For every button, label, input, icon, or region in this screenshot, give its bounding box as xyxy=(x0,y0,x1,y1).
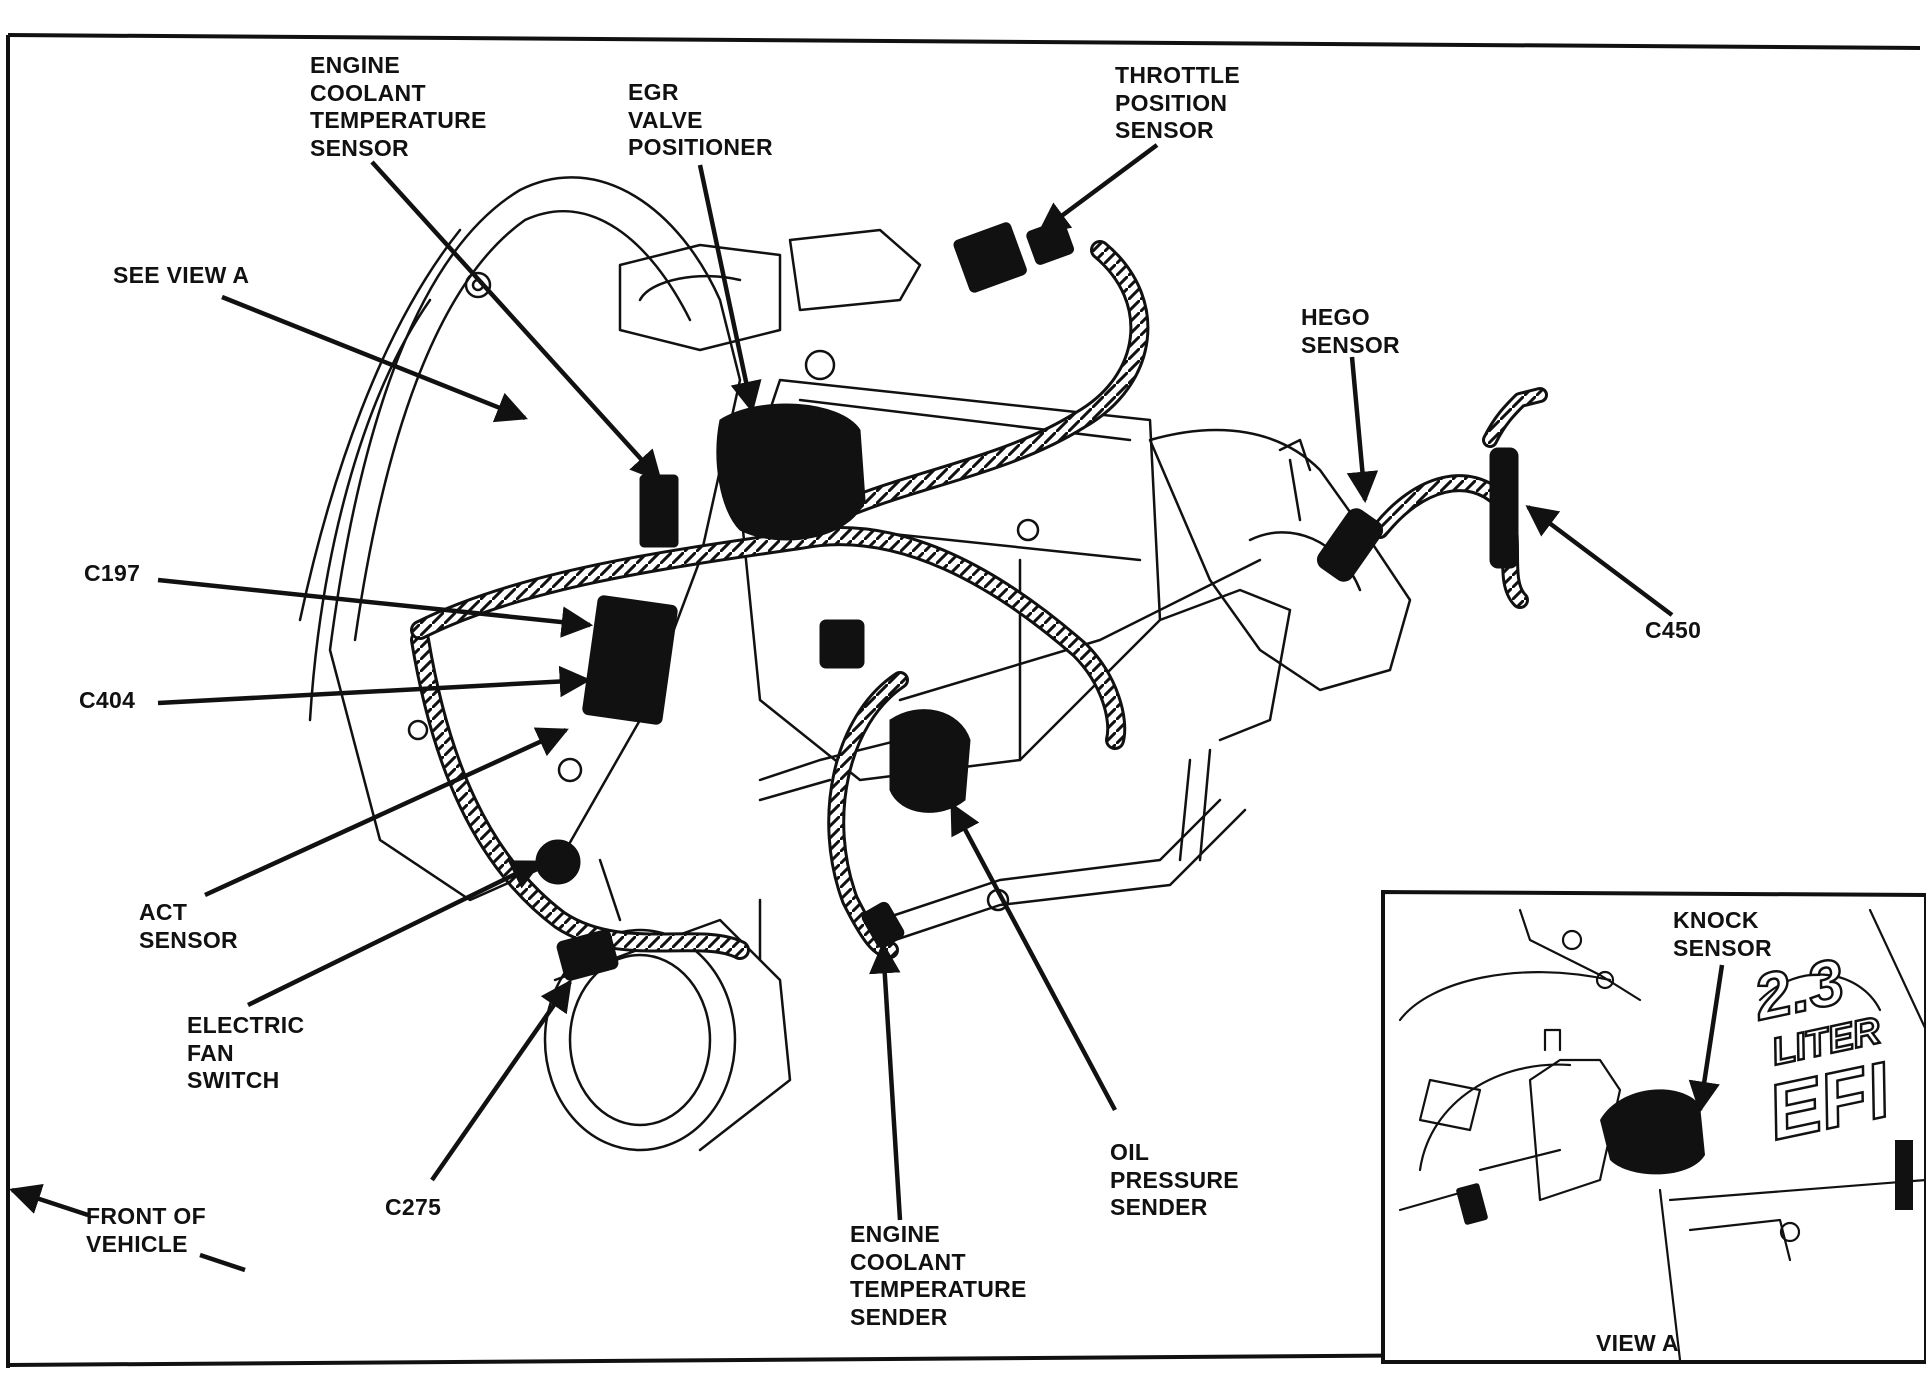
leader-oil-pressure-sender xyxy=(950,802,1117,1112)
label-c275: C275 xyxy=(385,1194,442,1220)
leader-c197 xyxy=(157,577,594,638)
label-egr-valve-positioner: EGR VALVE POSITIONER xyxy=(628,79,773,160)
leader-egr-valve-positioner xyxy=(697,164,762,414)
label-engine-coolant-temperature-sender: ENGINE COOLANT TEMPERATURE SENDER xyxy=(850,1221,1027,1330)
label-hego-sensor: HEGO SENSOR xyxy=(1301,304,1400,358)
label-view-a: VIEW A xyxy=(1596,1330,1679,1356)
label-act-sensor: ACT SENSOR xyxy=(139,899,238,953)
leader-c275 xyxy=(430,979,572,1182)
leader-hego-sensor xyxy=(1346,356,1379,504)
label-front-of-vehicle: FRONT OF VEHICLE xyxy=(86,1203,206,1257)
sensor-components xyxy=(535,220,1519,981)
label-c450: C450 xyxy=(1645,617,1702,643)
label-throttle-position-sensor: THROTTLE POSITION SENSOR xyxy=(1115,62,1241,143)
label-see-view-a: SEE VIEW A xyxy=(113,262,250,288)
label-c404: C404 xyxy=(79,687,136,713)
label-c197: C197 xyxy=(84,560,141,586)
leader-engine-coolant-temp-sensor xyxy=(370,160,663,483)
leader-c450 xyxy=(1525,505,1674,617)
leader-see-view-a xyxy=(221,294,528,423)
front-of-vehicle-arrow xyxy=(9,1183,246,1273)
leader-electric-fan-switch xyxy=(247,859,543,1008)
leader-act-sensor xyxy=(204,727,569,898)
label-knock-sensor: KNOCK SENSOR xyxy=(1673,907,1772,961)
view-a-inset: 2.3 LITER EFI xyxy=(1381,889,1926,1364)
leader-lines xyxy=(157,143,1725,1221)
leader-knock-sensor xyxy=(1688,964,1725,1114)
label-oil-pressure-sender: OIL PRESSURE SENDER xyxy=(1110,1139,1239,1220)
leader-c404 xyxy=(157,665,592,706)
leader-engine-coolant-temp-sender xyxy=(869,941,903,1221)
leader-throttle-position-sensor xyxy=(1037,143,1159,234)
label-electric-fan-switch: ELECTRIC FAN SWITCH xyxy=(187,1012,305,1093)
label-engine-coolant-temperature-sensor: ENGINE COOLANT TEMPERATURE SENSOR xyxy=(310,52,487,161)
